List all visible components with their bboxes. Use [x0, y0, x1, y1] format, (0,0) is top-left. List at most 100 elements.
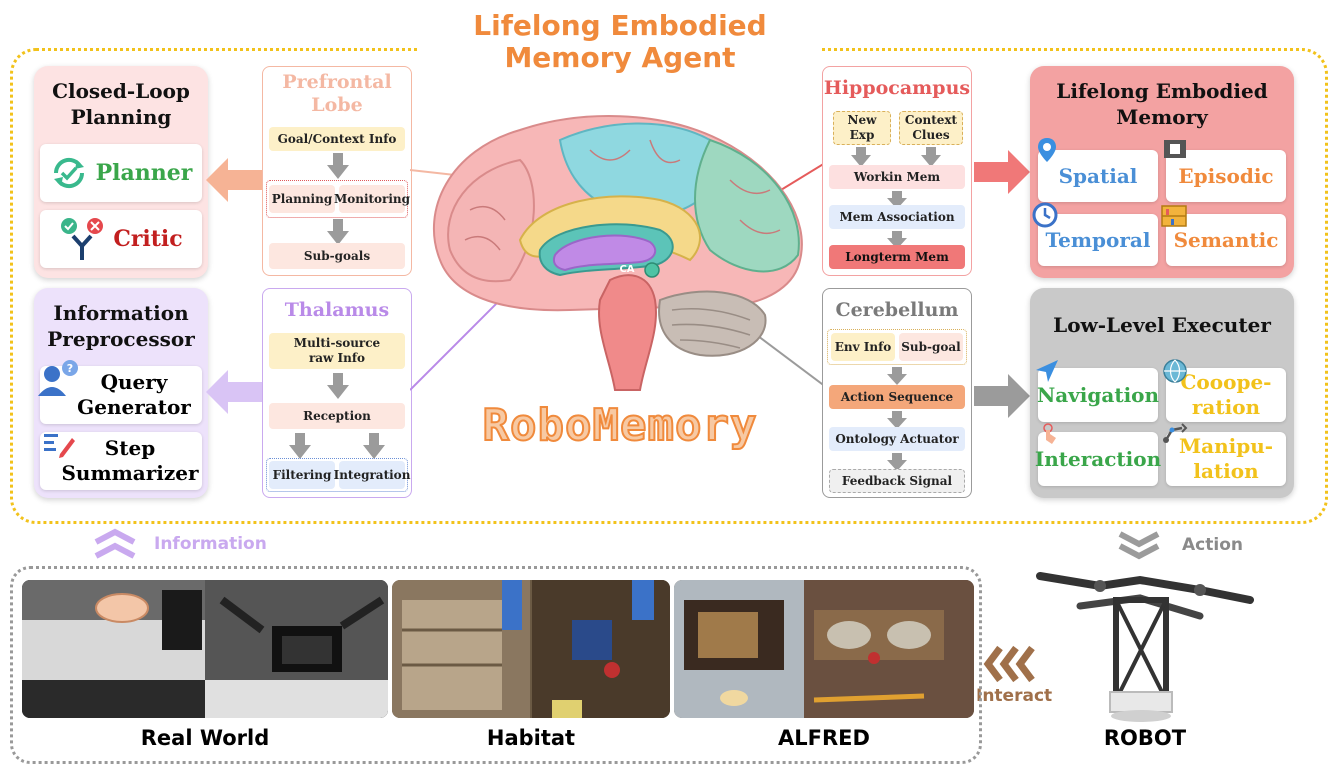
cooperation-line-1: Cooope- [1180, 370, 1272, 394]
context-clues-node: Context Clues [899, 111, 963, 145]
arrow-assoc-to-longterm [887, 231, 907, 249]
env-subgoal-group [827, 329, 967, 365]
arrow-goal-to-plan [327, 153, 349, 179]
alfred-image [674, 580, 974, 718]
multi-source-line-2: raw Info [308, 351, 366, 365]
robot-label: ROBOT [1103, 726, 1187, 750]
closed-loop-title-line-1: Closed-Loop [52, 79, 190, 103]
info-pre-title-line-2: Preprocessor [47, 327, 195, 351]
prefrontal-title-line-2: Lobe [311, 94, 363, 116]
planner-card: Planner [40, 144, 202, 202]
real-world-label: Real World [140, 726, 270, 750]
cerebellum-panel: Cerebellum Env Info Sub-goal Action Sequ… [822, 288, 972, 498]
arrow-to-planning [206, 158, 262, 202]
arrow-plan-to-subgoal [327, 219, 349, 245]
arrow-working-to-assoc [887, 191, 907, 209]
info-pre-title-line-1: Information [53, 301, 189, 325]
habitat-image [392, 580, 670, 718]
hippocampus-panel: Hippocampus New Exp Context Clues Workin… [822, 66, 972, 276]
prefrontal-lobe-panel: Prefrontal Lobe Goal/Context Info Planni… [262, 66, 412, 276]
information-preprocessor-panel: Information Preprocessor ? Query Generat… [34, 288, 208, 498]
planner-label: Planner [95, 159, 193, 186]
context-clues-line-1: Context [904, 113, 958, 127]
hippocampus-title: Hippocampus [823, 77, 971, 99]
notes-pencil-icon [44, 434, 75, 458]
integration-node: Integration [334, 461, 410, 489]
robot-illustration [1036, 572, 1254, 722]
env-info-node: Env Info [831, 333, 895, 361]
lifelong-title-line-1: Lifelong Embodied [1056, 79, 1268, 103]
semantic-card: Semantic [1161, 205, 1286, 266]
arrow-newexp-to-working [851, 147, 871, 167]
ontology-actuator-node: Ontology Actuator [829, 427, 965, 451]
interact-label: Interact [976, 686, 1053, 706]
query-generator-card: ? Query Generator [38, 360, 202, 424]
arrow-to-executer [974, 374, 1030, 418]
arrow-to-lifelong-memory [974, 150, 1030, 194]
new-exp-line-1: New [847, 113, 877, 127]
query-generator-line-2: Generator [77, 395, 191, 419]
planning-node: Planning [269, 185, 335, 213]
user-question-icon: ? [38, 360, 78, 396]
habitat-label: Habitat [486, 726, 576, 750]
prefrontal-title-line-1: Prefrontal [282, 71, 392, 93]
episodic-label: Episodic [1178, 163, 1274, 188]
main-title-line-2: Memory Agent [504, 41, 736, 74]
manipulation-card: Manipu- lation [1163, 423, 1286, 486]
brain-illustration: CA [410, 115, 830, 391]
temporal-label: Temporal [1045, 227, 1151, 252]
navigation-label: Navigation [1036, 382, 1160, 407]
subgoals-node: Sub-goals [269, 243, 405, 269]
temporal-card: Temporal [1032, 202, 1158, 266]
goal-context-node: Goal/Context Info [269, 127, 405, 151]
monitoring-node: Monitoring [334, 185, 410, 213]
low-level-executer-panel: Low-Level Executer Navigation Cooope- ra… [1030, 288, 1294, 498]
robot-arm-icon [1163, 423, 1188, 443]
filter-integration-group [266, 458, 408, 492]
information-label: Information [154, 534, 267, 554]
hand-touch-icon [1043, 423, 1056, 444]
new-exp-node: New Exp [833, 111, 891, 145]
action-sequence-node: Action Sequence [829, 385, 965, 409]
spatial-label: Spatial [1058, 163, 1138, 188]
globe-icon [1163, 359, 1187, 383]
real-world-scene [22, 580, 388, 718]
arrow-reception-to-integration [363, 433, 385, 459]
feedback-signal-node: Feedback Signal [829, 469, 965, 493]
executer-title: Low-Level Executer [1053, 313, 1271, 337]
manipulation-line-1: Manipu- [1178, 434, 1274, 458]
lifelong-title: Lifelong Embodied Memory [1030, 78, 1294, 130]
svg-text:?: ? [67, 362, 73, 375]
map-pin-icon [1038, 138, 1056, 162]
environments-frame [10, 566, 982, 764]
closed-loop-planning-panel: Closed-Loop Planning Planner Critic [34, 66, 208, 278]
habitat-scene [392, 580, 670, 718]
arrow-ontology-to-feedback [887, 453, 907, 471]
closed-loop-title-line-2: Planning [70, 105, 172, 129]
real-world-image [22, 580, 388, 718]
reception-node: Reception [269, 403, 405, 429]
alfred-label: ALFRED [778, 726, 870, 750]
subgoal-node: Sub-goal [899, 333, 963, 361]
multi-source-node: Multi-source raw Info [269, 333, 405, 369]
clock-icon [1032, 202, 1058, 228]
interaction-label: Interaction [1034, 446, 1162, 471]
cooperation-line-2: ration [1191, 395, 1261, 419]
arrow-reception-to-filtering [289, 433, 311, 459]
working-mem-node: Workin Mem [829, 165, 965, 189]
navigation-arrow-icon [1036, 360, 1058, 382]
check-cross-icon [61, 218, 104, 260]
semantic-label: Semantic [1173, 227, 1279, 252]
info-pre-title: Information Preprocessor [34, 300, 208, 352]
mem-association-node: Mem Association [829, 205, 965, 229]
longterm-mem-node: Longterm Mem [829, 245, 965, 269]
step-summarizer-line-2: Summarizer [61, 461, 199, 485]
film-icon [1164, 140, 1186, 158]
interact-left-chevrons [983, 645, 1035, 683]
action-label: Action [1182, 535, 1243, 555]
critic-label: Critic [113, 225, 183, 252]
closed-loop-title: Closed-Loop Planning [34, 78, 208, 130]
main-title: Lifelong Embodied Memory Agent [420, 4, 820, 80]
multi-source-line-1: Multi-source [293, 336, 381, 350]
critic-card: Critic [40, 210, 202, 268]
